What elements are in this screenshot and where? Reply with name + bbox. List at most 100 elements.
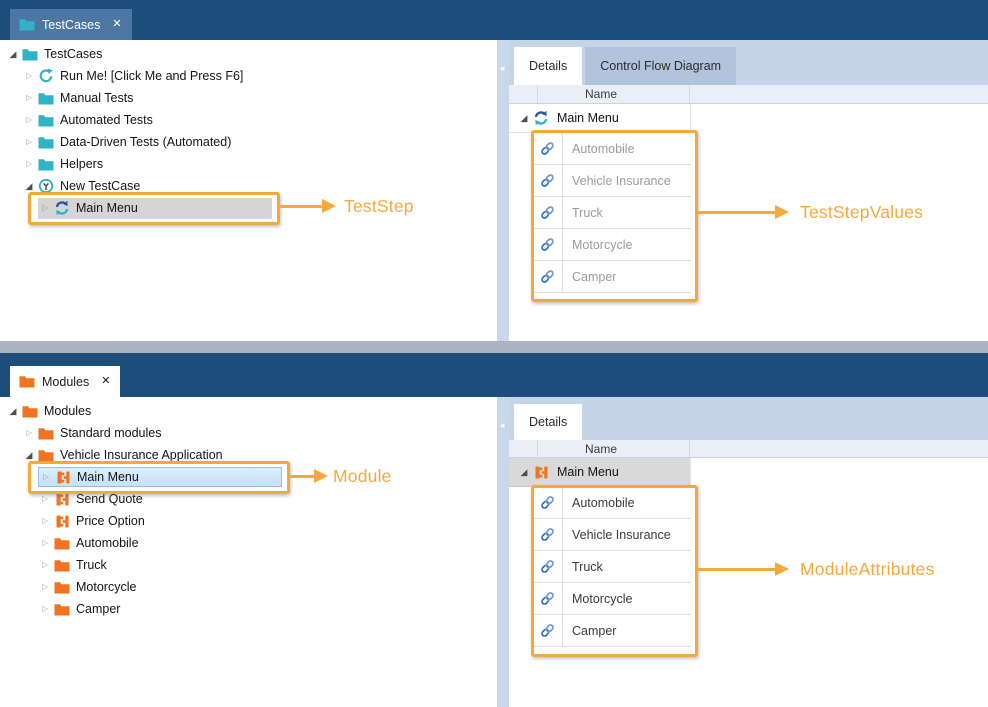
- grid-row-automobile[interactable]: Automobile: [533, 487, 691, 519]
- close-icon[interactable]: ✕: [101, 375, 111, 387]
- tab-testcases-label: TestCases: [42, 17, 101, 32]
- horizontal-splitter[interactable]: [0, 341, 988, 353]
- folder-orange-icon: [52, 603, 72, 616]
- grid-row-main-menu[interactable]: ◢Main Menu: [509, 104, 691, 133]
- expander-expanded-icon[interactable]: ◢: [520, 466, 528, 477]
- tree-item-price-option[interactable]: ▷Price Option: [0, 510, 497, 532]
- grid-header-icon-column: [509, 440, 538, 457]
- testcases-panel: TestCases ✕ ◢ TestCases ▷ Run Me! [Click Me…: [0, 0, 988, 341]
- tree-item-new-testcase[interactable]: ◢New TestCase: [0, 175, 497, 197]
- module-icon: [52, 492, 72, 507]
- grid-row-truck[interactable]: Truck: [533, 551, 691, 583]
- folder-orange-icon: [19, 375, 35, 388]
- expander-collapsed-icon[interactable]: ▷: [42, 494, 48, 504]
- expander-collapsed-icon[interactable]: ▷: [42, 538, 48, 548]
- sync-icon: [52, 200, 72, 216]
- expander-collapsed-icon[interactable]: ▷: [43, 472, 49, 482]
- tree-item-main-menu[interactable]: ▷Main Menu: [0, 197, 497, 219]
- expander-collapsed-icon[interactable]: ▷: [26, 428, 32, 438]
- expander-expanded-icon[interactable]: ◢: [25, 449, 33, 460]
- tree-item-label: Run Me! [Click Me and Press F6]: [60, 69, 244, 83]
- grid-header-name-column[interactable]: Name: [538, 440, 690, 457]
- testcases-details-pane: Details Control Flow Diagram Name ◢Main …: [509, 40, 988, 341]
- tree-item-automobile[interactable]: ▷Automobile: [0, 532, 497, 554]
- modules-tree: ◢ Modules ▷ Standard modules ◢ Vehicle Insura…: [0, 397, 497, 707]
- tree-item-helpers[interactable]: ▷Helpers: [0, 153, 497, 175]
- expander-collapsed-icon[interactable]: ▷: [42, 516, 48, 526]
- link-icon: [533, 519, 563, 550]
- expander-expanded-icon[interactable]: ◢: [9, 405, 17, 416]
- grid-row-truck[interactable]: Truck: [533, 197, 691, 229]
- expander-collapsed-icon[interactable]: ▷: [42, 582, 48, 592]
- vertical-splitter[interactable]: ◄: [497, 397, 509, 707]
- tab-details[interactable]: Details: [514, 404, 583, 440]
- grid-row-main-menu[interactable]: ◢Main Menu: [509, 458, 691, 487]
- grid-row-label: Automobile: [572, 141, 635, 156]
- tree-item-modules[interactable]: ◢ Modules: [0, 400, 497, 422]
- grid-row-vehicle-insurance[interactable]: Vehicle Insurance: [533, 165, 691, 197]
- expander-collapsed-icon[interactable]: ▷: [26, 115, 32, 125]
- grid-header-name-column[interactable]: Name: [538, 85, 690, 103]
- tree-item-automated-tests[interactable]: ▷ Automated Tests: [0, 109, 497, 131]
- expander-collapsed-icon[interactable]: ▷: [42, 604, 48, 614]
- tree-item-label: Automated Tests: [60, 113, 153, 127]
- close-icon[interactable]: ✕: [112, 18, 122, 30]
- grid-row-vehicle-insurance[interactable]: Vehicle Insurance: [533, 519, 691, 551]
- sync-icon: [531, 110, 551, 126]
- expander-collapsed-icon[interactable]: ▷: [26, 71, 32, 81]
- link-icon: [533, 551, 563, 582]
- testcase-icon: [36, 178, 56, 194]
- expander-collapsed-icon[interactable]: ▷: [42, 560, 48, 570]
- expander-collapsed-icon[interactable]: ▷: [26, 137, 32, 147]
- expander-collapsed-icon[interactable]: ▷: [26, 93, 32, 103]
- folder-teal-icon: [36, 158, 56, 171]
- tree-item-manual-tests[interactable]: ▷Manual Tests: [0, 87, 497, 109]
- expander-expanded-icon[interactable]: ◢: [25, 180, 33, 191]
- tree-item-testcases[interactable]: ◢ TestCases: [0, 43, 497, 65]
- grid-row-camper[interactable]: Camper: [533, 261, 691, 293]
- link-icon: [533, 615, 563, 646]
- tab-control-flow-diagram[interactable]: Control Flow Diagram: [585, 47, 737, 85]
- grid-row-camper[interactable]: Camper: [533, 615, 691, 647]
- expander-collapsed-icon[interactable]: ▷: [26, 159, 32, 169]
- expander-expanded-icon[interactable]: ◢: [9, 48, 17, 59]
- collapse-splitter-icon[interactable]: ◄: [498, 64, 506, 73]
- tree-item-data-driven-tests-automated[interactable]: ▷Data-Driven Tests (Automated): [0, 131, 497, 153]
- tree-item-run-me-click-me-and-press-f6[interactable]: ▷ Run Me! [Click Me and Press F6]: [0, 65, 497, 87]
- tree-item-camper[interactable]: ▷Camper: [0, 598, 497, 620]
- grid-row-label: Motorcycle: [572, 591, 633, 606]
- vertical-splitter[interactable]: ◄: [497, 40, 509, 341]
- tab-modules[interactable]: Modules ✕: [10, 366, 121, 397]
- grid-row-motorcycle[interactable]: Motorcycle: [533, 229, 691, 261]
- grid-row-label: Vehicle Insurance: [572, 527, 671, 542]
- tree-item-motorcycle[interactable]: ▷Motorcycle: [0, 576, 497, 598]
- grid-row-label: Camper: [572, 269, 617, 284]
- grid-row-label: Truck: [572, 205, 603, 220]
- tree-item-main-menu[interactable]: ▷Main Menu: [0, 466, 497, 488]
- grid-row-label: Camper: [572, 623, 617, 638]
- grid-row-motorcycle[interactable]: Motorcycle: [533, 583, 691, 615]
- grid-row-label: Motorcycle: [572, 237, 633, 252]
- folder-teal-icon: [19, 18, 35, 31]
- tree-item-vehicle-insurance-application[interactable]: ◢ Vehicle Insurance Application: [0, 444, 497, 466]
- collapse-splitter-icon[interactable]: ◄: [498, 421, 506, 430]
- expander-collapsed-icon[interactable]: ▷: [42, 203, 48, 213]
- link-icon: [533, 197, 563, 228]
- tree-item-truck[interactable]: ▷Truck: [0, 554, 497, 576]
- tree-item-label: Standard modules: [60, 426, 162, 440]
- module-icon: [531, 465, 551, 480]
- tree-item-send-quote[interactable]: ▷Send Quote: [0, 488, 497, 510]
- name-column-label: Name: [585, 441, 618, 456]
- grid-header: Name: [509, 85, 988, 104]
- tab-testcases[interactable]: TestCases ✕: [10, 9, 132, 40]
- expander-expanded-icon[interactable]: ◢: [520, 112, 528, 123]
- module-icon: [53, 470, 73, 485]
- tree-item-label: Vehicle Insurance Application: [60, 448, 223, 462]
- tree-item-label: Modules: [44, 404, 92, 418]
- tree-item-label: TestCases: [44, 47, 103, 61]
- details-subtabs: Details Control Flow Diagram: [509, 40, 988, 85]
- tab-details[interactable]: Details: [514, 47, 583, 85]
- tree-item-standard-modules[interactable]: ▷ Standard modules: [0, 422, 497, 444]
- grid-row-automobile[interactable]: Automobile: [533, 133, 691, 165]
